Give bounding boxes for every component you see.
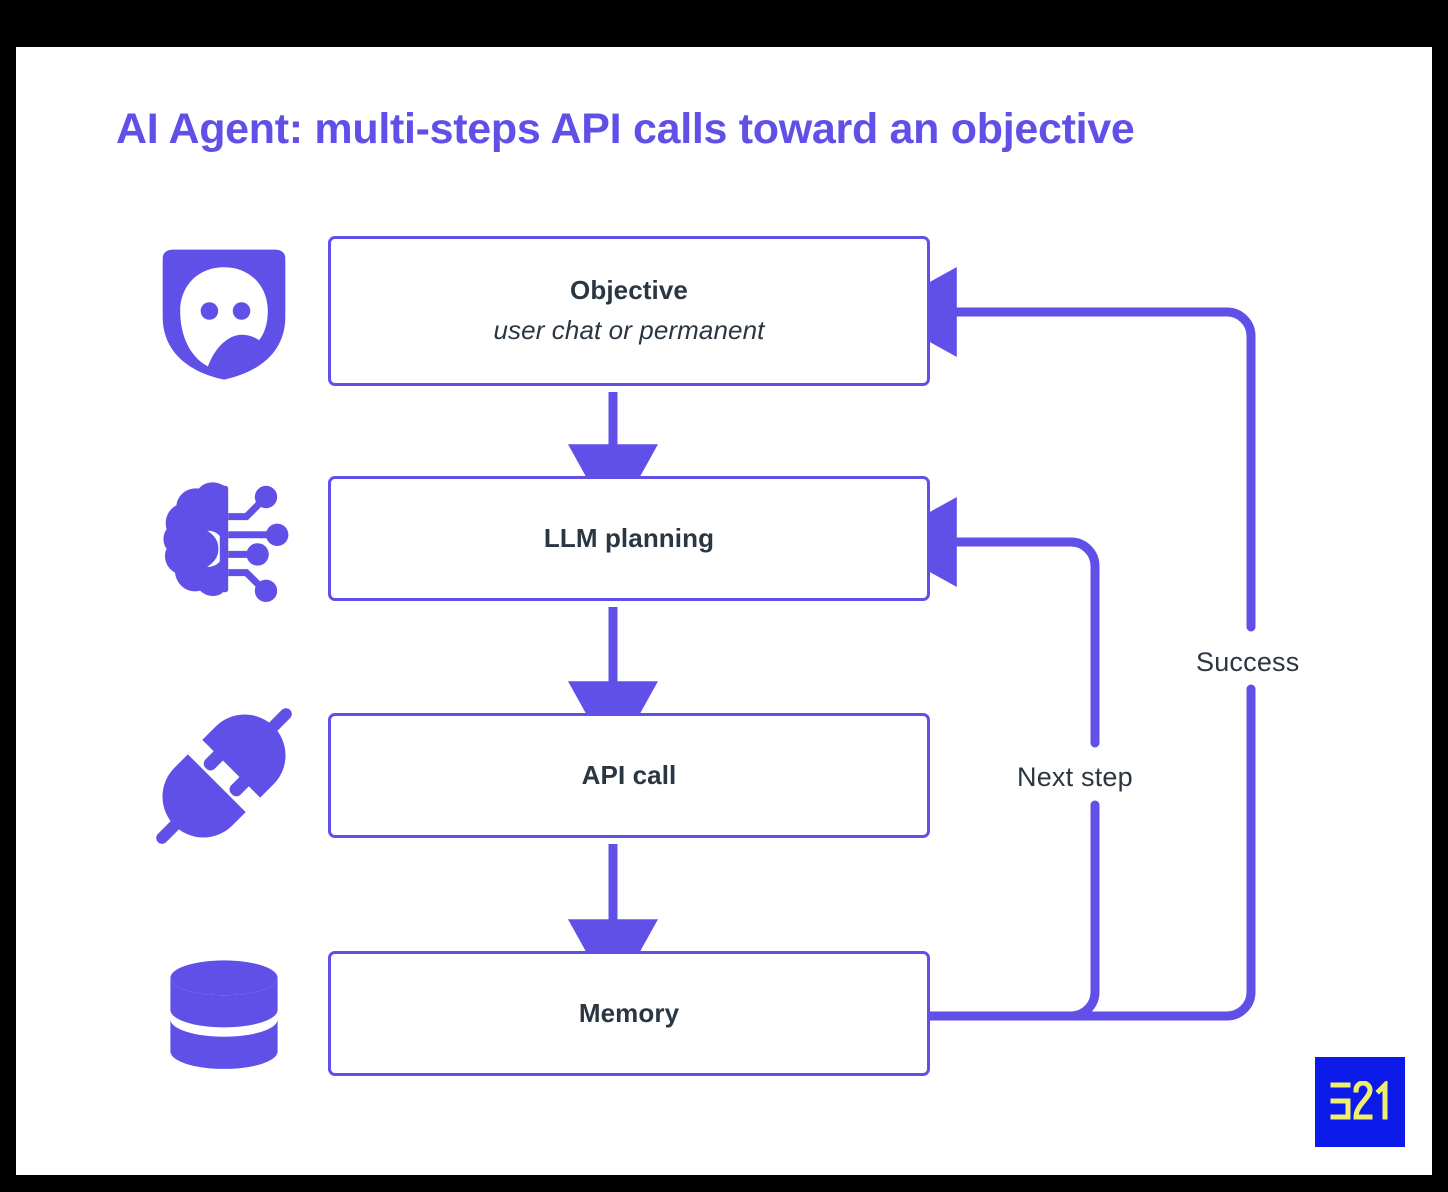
plug-connector-icon (149, 701, 299, 851)
node-objective-title: Objective (570, 275, 688, 306)
brain-circuit-icon (149, 464, 299, 614)
next-step-loop-upper (875, 497, 1100, 748)
node-memory-title: Memory (578, 997, 680, 1028)
chat-avatar-icon (149, 236, 299, 386)
node-api-call-title: API call (581, 759, 677, 790)
label-success: Success (1196, 647, 1300, 677)
node-objective-subtitle: user chat or permanent (493, 315, 765, 345)
agent-flow-diagram: Objective user chat or permanent LLM pla… (16, 47, 1432, 1175)
next-step-loop-lower (925, 800, 1100, 1021)
node-api-call[interactable]: API call (328, 713, 930, 838)
slide-canvas: AI Agent: multi-steps API calls toward a… (16, 47, 1432, 1175)
node-llm-planning[interactable]: LLM planning (328, 476, 930, 601)
database-icon (149, 943, 299, 1093)
node-objective[interactable]: Objective user chat or permanent (328, 236, 930, 386)
node-memory[interactable]: Memory (328, 951, 930, 1076)
success-loop-lower (925, 684, 1256, 1021)
success-loop-upper (875, 267, 1256, 632)
label-next-step: Next step (1017, 762, 1133, 792)
page-title: AI Agent: multi-steps API calls toward a… (116, 105, 1135, 153)
brand-logo (1315, 1057, 1405, 1147)
node-llm-planning-title: LLM planning (543, 522, 715, 553)
